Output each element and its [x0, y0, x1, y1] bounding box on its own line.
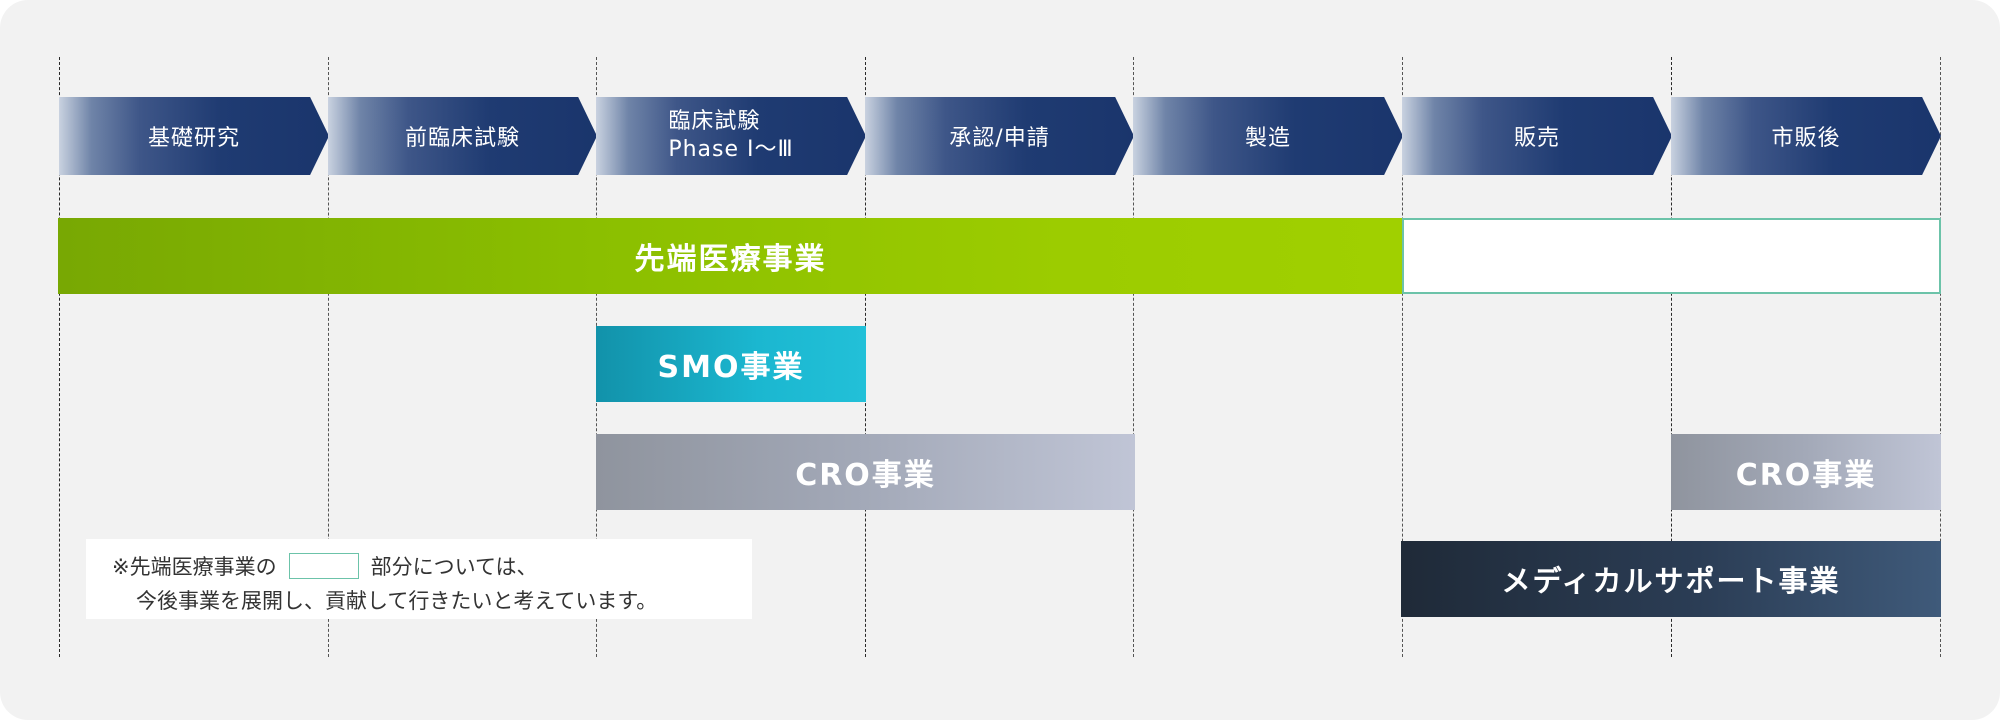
phase-arrow-basic-research: 基礎研究: [59, 97, 329, 175]
divider-line: [328, 57, 329, 657]
cro-post-marketing-bar: CRO事業: [1671, 434, 1941, 510]
phase-sublabel: Phase I～Ⅲ: [668, 137, 794, 162]
medical-support-label: メディカルサポート事業: [1501, 564, 1841, 598]
divider-line: [59, 57, 60, 657]
advanced-medicine-label: 先端医療事業: [634, 242, 827, 277]
phase-label: 基礎研究: [147, 126, 240, 151]
phase-label-group: 臨床試験 Phase I～Ⅲ: [668, 108, 793, 164]
phase-label: 臨床試験: [668, 109, 761, 134]
phase-arrow-clinical: 臨床試験 Phase I～Ⅲ: [596, 97, 866, 175]
phase-label: 市販後: [1771, 126, 1841, 151]
phase-label: 前臨床試験: [404, 126, 520, 151]
phase-arrow-sales: 販売: [1402, 97, 1672, 175]
divider-line: [1133, 57, 1134, 657]
legend-note-suffix: 部分については、: [370, 555, 538, 579]
legend-note: ※先端医療事業の 部分については、 今後事業を展開し、貢献して行きたいと考えてい…: [86, 539, 752, 619]
phase-arrow-post-marketing: 市販後: [1671, 97, 1941, 175]
divider-line: [1940, 57, 1941, 657]
phase-label: 販売: [1513, 126, 1560, 151]
advanced-medicine-bar: 先端医療事業: [58, 218, 1403, 294]
cro-label: CRO事業: [795, 458, 936, 493]
phase-arrow-approval: 承認/申請: [865, 97, 1134, 175]
legend-swatch: [288, 553, 359, 579]
legend-note-line2: 今後事業を展開し、貢献して行きたいと考えています。: [136, 589, 658, 613]
phase-arrow-manufacturing: 製造: [1133, 97, 1403, 175]
divider-line: [1402, 57, 1403, 657]
cro-bar: CRO事業: [596, 434, 1135, 510]
medical-support-bar: メディカルサポート事業: [1401, 541, 1941, 617]
smo-bar: SMO事業: [596, 326, 866, 402]
advanced-medicine-planned-area: [1402, 218, 1941, 294]
phase-label: 製造: [1244, 126, 1291, 151]
phase-arrow-preclinical: 前臨床試験: [328, 97, 597, 175]
legend-note-prefix: ※先端医療事業の: [112, 555, 277, 579]
cro-post-label: CRO事業: [1735, 458, 1877, 493]
phase-label: 承認/申請: [949, 126, 1050, 151]
divider-line: [1671, 57, 1672, 657]
legend-note-line1: ※先端医療事業の 部分については、: [112, 551, 538, 581]
smo-label: SMO事業: [657, 350, 805, 385]
